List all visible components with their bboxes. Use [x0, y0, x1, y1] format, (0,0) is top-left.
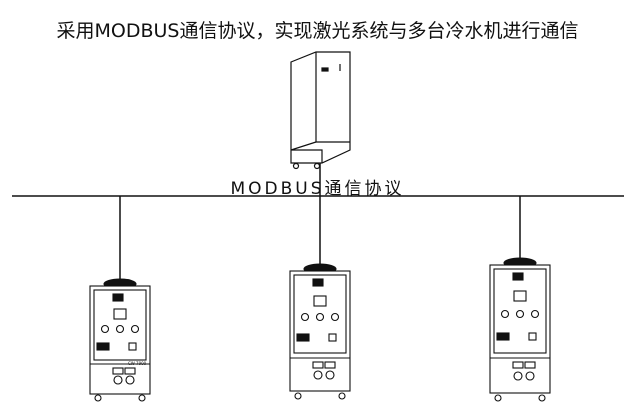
diagram-title: 采用MODBUS通信协议，实现激光系统与多台冷水机进行通信 — [56, 20, 579, 42]
laser-system-cabinet — [290, 51, 351, 170]
bus-label: MODBUS通信协议 — [230, 179, 405, 199]
chiller-1 — [89, 278, 151, 402]
chiller-3 — [489, 257, 551, 402]
chiller-1-model: CW-7900 — [128, 361, 147, 366]
chiller-2 — [289, 263, 351, 400]
